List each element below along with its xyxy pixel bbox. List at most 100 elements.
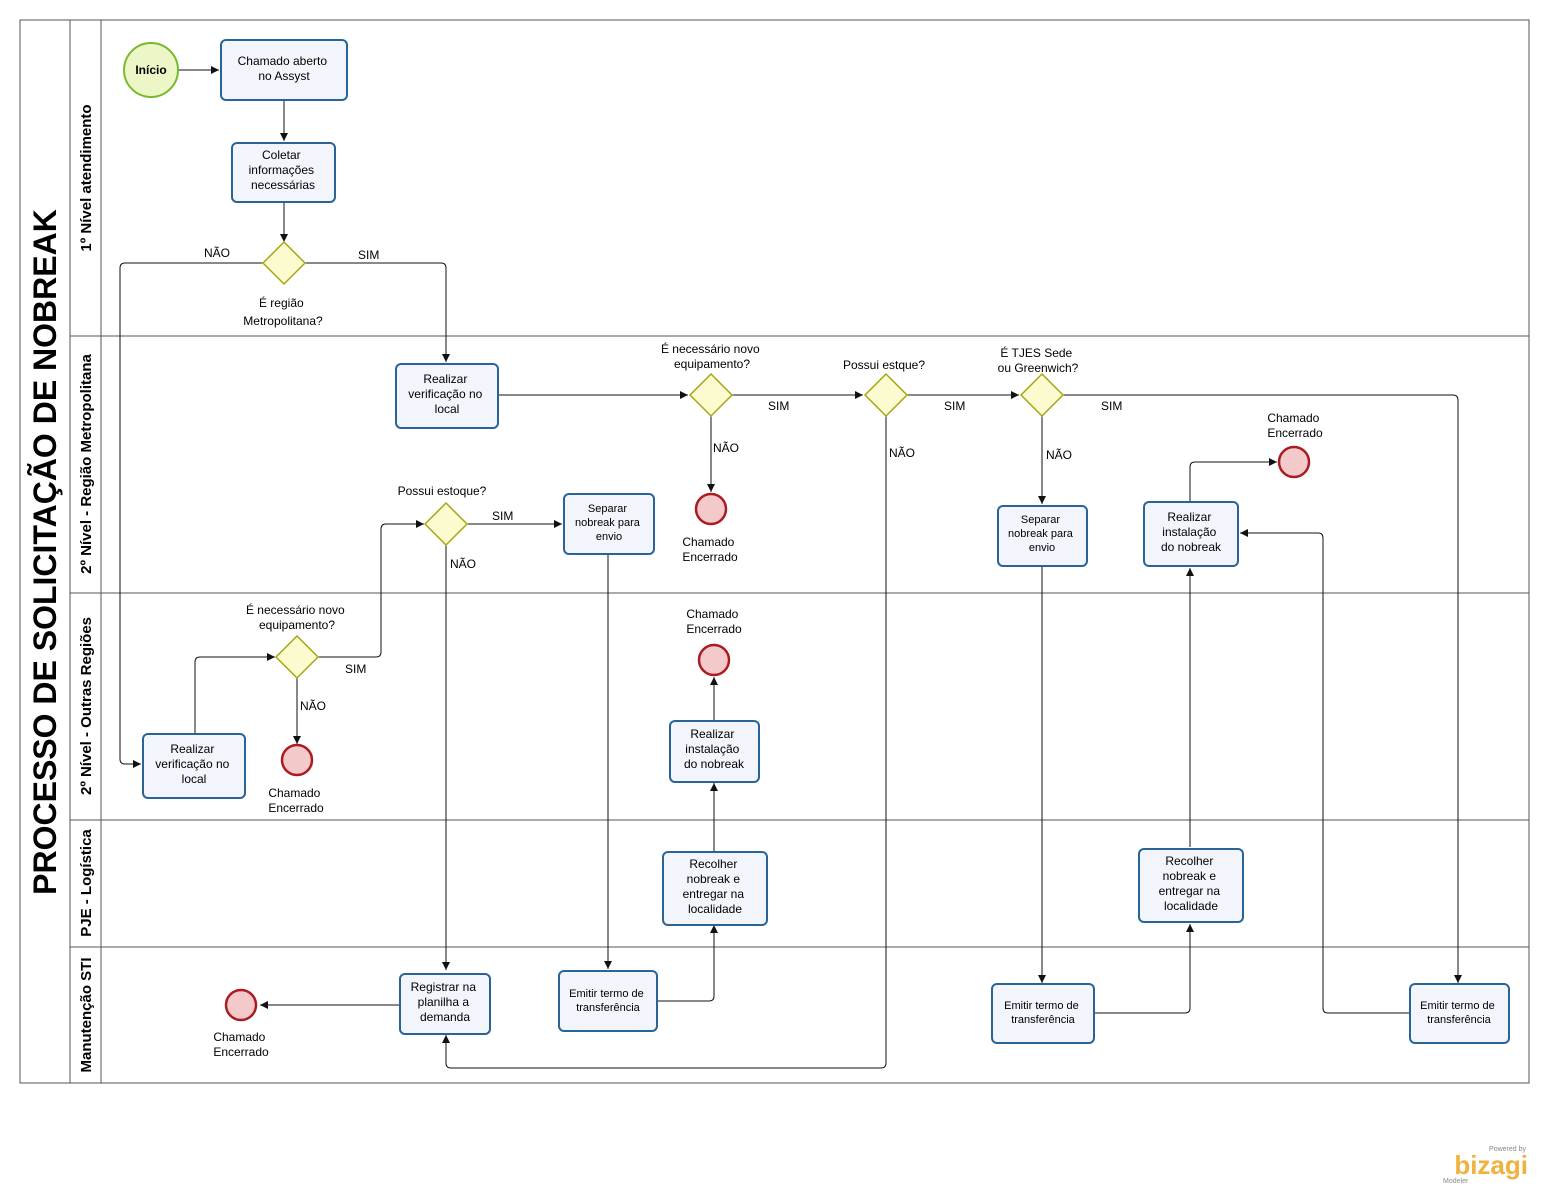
start-event[interactable]: Início: [123, 42, 179, 98]
svg-text:Separar nobreak para: Separar nobreak para envio: [575, 503, 643, 543]
svg-text:É região Metropolitana?: É região Metropolitana?: [243, 295, 323, 328]
end-event-1[interactable]: Chamado Encerrado: [682, 492, 738, 564]
task-t11-line3: demanda: [420, 1010, 470, 1024]
end-event-1-line1: Chamado: [682, 535, 734, 549]
label-no-g3: NÃO: [889, 446, 915, 460]
svg-text:Realizar verificação no: Realizar verificação no local: [408, 372, 485, 416]
pool-title: PROCESSO DE SOLICITAÇÃO DE NOBREAK: [27, 209, 63, 895]
task-t7[interactable]: Realizar verificação no local: [142, 733, 246, 799]
task-t13-line2: transferência: [1011, 1014, 1075, 1026]
task-t5[interactable]: Separar nobreak para envio: [997, 505, 1088, 567]
task-t6[interactable]: Realizar instalação do nobreak: [1143, 501, 1239, 567]
svg-text:É necessário novo equipa: É necessário novo equipamento?: [661, 341, 763, 371]
label-yes-g2: SIM: [768, 399, 789, 413]
svg-text:Separar nobreak para: Separar nobreak para envio: [1008, 514, 1076, 554]
task-t9-line4: localidade: [688, 902, 742, 916]
end-event-2[interactable]: Chamado Encerrado: [1267, 411, 1323, 479]
task-t11-line2: planilha a: [418, 995, 470, 1009]
task-t2-line1: Coletar: [262, 148, 301, 162]
label-no-g6: NÃO: [300, 699, 326, 713]
svg-text:Realizar instalação: Realizar instalação do nobreak: [684, 727, 745, 771]
gateway-g1-line1: É região: [259, 295, 304, 310]
task-t12-line1: Emitir termo de: [569, 988, 644, 1000]
lane-label-1: 1º Nível atendimento: [78, 104, 95, 251]
gateway-g6[interactable]: É necessário novo equipamento?: [246, 602, 348, 680]
svg-text:É necessário novo equipa: É necessário novo equipamento?: [246, 602, 348, 632]
task-t2-line3: necessárias: [251, 178, 315, 192]
task-t2[interactable]: Coletar informações necessárias: [231, 142, 336, 203]
task-t3-line1: Realizar: [423, 372, 467, 386]
end-event-4-line1: Chamado: [268, 786, 320, 800]
task-t14-line1: Emitir termo de: [1420, 1000, 1495, 1012]
gateway-g3[interactable]: Possui estque?: [843, 358, 925, 418]
gateway-g5[interactable]: Possui estoque?: [398, 484, 487, 547]
task-t8-line2: instalação: [685, 742, 739, 756]
task-t1[interactable]: Chamado aberto no Assyst: [220, 39, 348, 101]
lane-label-2: 2º Nível - Região Metropolitana: [78, 354, 95, 574]
task-t10-line3: entregar na: [1159, 884, 1221, 898]
task-t1-line2: no Assyst: [258, 69, 310, 83]
end-event-3[interactable]: Chamado Encerrado: [686, 607, 742, 677]
lane-label-4: PJE - Logística: [78, 829, 95, 937]
pool: PROCESSO DE SOLICITAÇÃO DE NOBREAK 1º Ní…: [19, 19, 1530, 1084]
task-t13[interactable]: Emitir termo de transferência: [991, 983, 1095, 1044]
svg-text:É TJES Sede ou Greenwich: É TJES Sede ou Greenwich?: [998, 345, 1079, 375]
task-t11-line1: Registrar na: [411, 980, 477, 994]
task-t4[interactable]: Separar nobreak para envio: [563, 493, 655, 555]
end-event-5[interactable]: Chamado Encerrado: [213, 988, 269, 1059]
task-t9-line2: nobreak e: [687, 872, 741, 886]
label-yes-g5: SIM: [492, 509, 513, 523]
gateway-g2[interactable]: É necessário novo equipamento?: [661, 341, 763, 418]
task-t10[interactable]: Recolher nobreak e entregar na localidad…: [1138, 848, 1244, 923]
task-t12-line2: transferência: [576, 1002, 640, 1014]
svg-text:Emitir termo de transfer: Emitir termo de transferência: [569, 988, 647, 1014]
task-t11[interactable]: Registrar na planilha a demanda: [399, 973, 491, 1035]
task-t6-line3: do nobreak: [1161, 540, 1222, 554]
svg-text:Chamado aberto no Assyst: Chamado aberto no Assyst: [238, 54, 331, 83]
gateway-g1[interactable]: É região Metropolitana?: [243, 240, 323, 328]
bizagi-logo: Powered by bizagi Modeler: [1443, 1146, 1528, 1185]
task-t8[interactable]: Realizar instalação do nobreak: [669, 720, 760, 783]
label-no-g1: NÃO: [204, 246, 230, 260]
end-event-3-line2: Encerrado: [686, 622, 742, 636]
task-t6-line1: Realizar: [1167, 510, 1211, 524]
task-t10-line4: localidade: [1164, 899, 1218, 913]
bizagi-brand: bizagi: [1454, 1150, 1528, 1180]
svg-text:Realizar verificação no: Realizar verificação no local: [155, 742, 232, 786]
svg-text:Chamado Encerrado: Chamado Encerrado: [213, 1030, 269, 1059]
label-yes-g1: SIM: [358, 248, 379, 262]
svg-text:Possui estoque?: Possui estoque?: [398, 484, 487, 498]
label-no-g4: NÃO: [1046, 448, 1072, 462]
task-t10-line2: nobreak e: [1163, 869, 1217, 883]
task-t9[interactable]: Recolher nobreak e entregar na localidad…: [662, 851, 768, 926]
task-t8-line1: Realizar: [690, 727, 734, 741]
label-yes-g3: SIM: [944, 399, 965, 413]
task-t3-line2: verificação no: [408, 387, 482, 401]
gateway-g4[interactable]: É TJES Sede ou Greenwich?: [998, 345, 1079, 418]
task-t5-line3: envio: [1029, 542, 1055, 554]
svg-text:Emitir termo de transfer: Emitir termo de transferência: [1004, 1000, 1082, 1026]
start-label: Início: [135, 63, 166, 77]
end-event-5-line1: Chamado: [213, 1030, 265, 1044]
task-t3[interactable]: Realizar verificação no local: [395, 363, 499, 429]
task-t5-line2: nobreak para: [1008, 528, 1074, 540]
svg-text:Realizar instalação: Realizar instalação do nobreak: [1161, 510, 1222, 554]
label-yes-g4: SIM: [1101, 399, 1122, 413]
task-t14-line2: transferência: [1427, 1014, 1491, 1026]
task-t2-line2: informações: [249, 163, 314, 177]
svg-text:Coletar informações: Coletar informações necessárias: [249, 148, 318, 192]
end-event-5-line2: Encerrado: [213, 1045, 269, 1059]
svg-text:Recolher nobreak e: Recolher nobreak e entregar na localidad…: [683, 857, 748, 916]
task-t14[interactable]: Emitir termo de transferência: [1409, 983, 1510, 1044]
label-no-g2: NÃO: [713, 441, 739, 455]
task-t10-line1: Recolher: [1165, 854, 1213, 868]
label-no-g5: NÃO: [450, 557, 476, 571]
svg-text:Chamado Encerrado: Chamado Encerrado: [1267, 411, 1323, 440]
task-t9-line1: Recolher: [689, 857, 737, 871]
gateway-g2-line2: equipamento?: [674, 357, 750, 371]
task-t12[interactable]: Emitir termo de transferência: [558, 970, 658, 1032]
lane-label-5: Manutenção STI: [78, 957, 95, 1072]
svg-text:Chamado Encerrado: Chamado Encerrado: [268, 786, 324, 815]
task-t5-line1: Separar: [1021, 514, 1060, 526]
end-event-4[interactable]: Chamado Encerrado: [268, 743, 324, 815]
